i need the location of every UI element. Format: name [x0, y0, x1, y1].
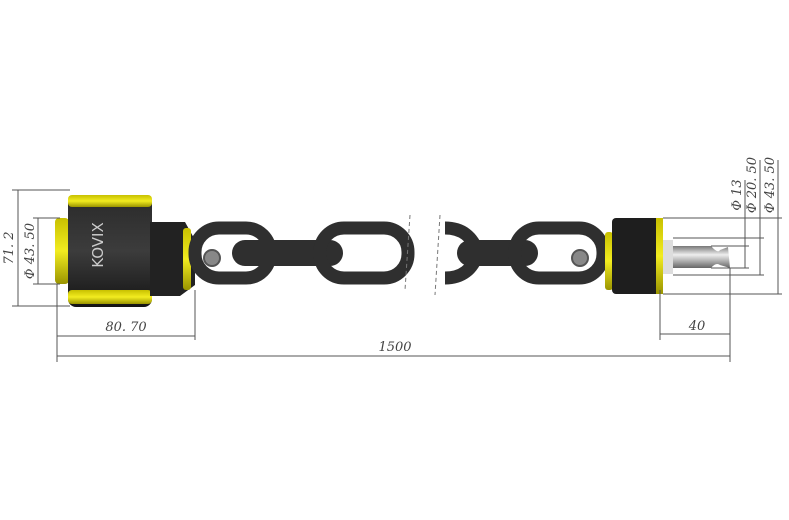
swivel-pin: [203, 249, 221, 267]
chain-link: [313, 221, 415, 285]
kovix-logo: KOVIX: [89, 222, 107, 268]
chain: [188, 214, 610, 296]
dim-total-length: 1500: [378, 340, 411, 355]
left-yellow-ring: [55, 218, 69, 284]
dim-pin-diameter: Φ 13: [730, 179, 745, 210]
pin-collar: [663, 240, 673, 274]
swivel-pin: [571, 249, 589, 267]
pin-head: [711, 246, 730, 268]
top-yellow-band: [68, 195, 152, 207]
dim-length-lock: 80. 70: [105, 320, 146, 335]
cap-yellow-band: [656, 218, 663, 294]
lock-housing: [68, 195, 152, 307]
pin-shaft: [673, 246, 711, 268]
end-cap: [605, 218, 730, 294]
break-line: [434, 214, 441, 296]
neck-yellow-ring: [183, 228, 191, 290]
dim-cap-diameter: Φ 43. 50: [763, 157, 778, 213]
break-line: [404, 214, 411, 291]
cap-body: [612, 218, 662, 294]
cap-yellow-ring: [605, 232, 613, 290]
dim-collar-diameter: Φ 20. 50: [745, 157, 760, 213]
bottom-yellow-band: [68, 290, 152, 304]
lock-body: KOVIX: [55, 195, 195, 307]
dim-diameter-left: Φ 43. 50: [23, 223, 38, 279]
dim-pin-length: 40: [688, 319, 706, 334]
dim-height-lock: 71. 2: [2, 231, 17, 264]
dimension-lines: [12, 160, 782, 362]
chain-link: [508, 221, 610, 285]
